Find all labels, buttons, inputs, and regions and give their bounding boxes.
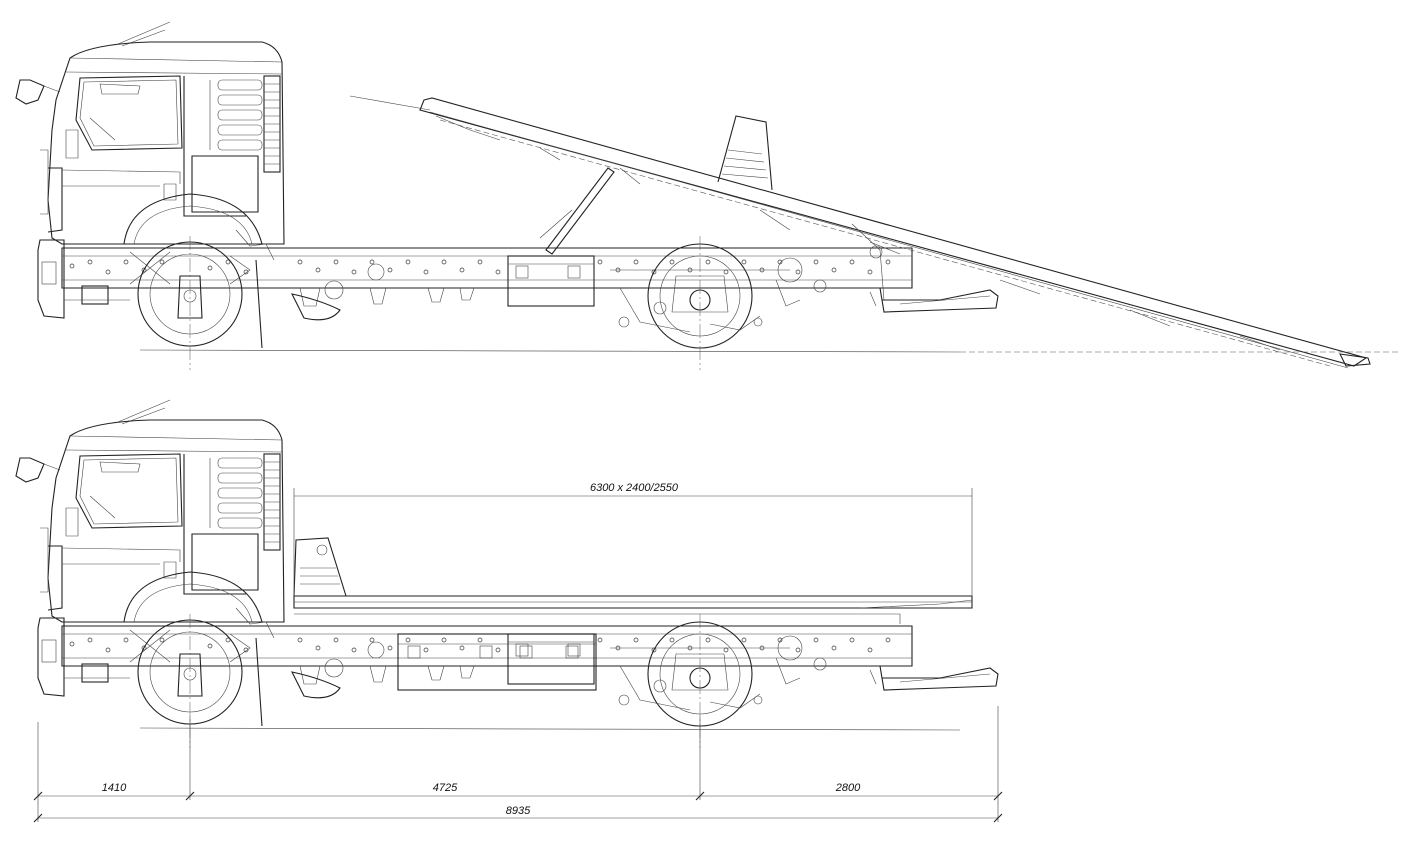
length-dimensions: 1410 4725 2800 8935 [33, 706, 1003, 823]
tilted-platform [349, 95, 1400, 369]
front-overhang-label: 1410 [102, 782, 127, 794]
flat-platform [293, 537, 973, 691]
platform-dimension: 6300 x 2400/2550 [293, 482, 973, 596]
tilted-platform-view [15, 21, 1400, 371]
overall-length-label: 8935 [506, 805, 531, 817]
wheelbase-label: 4725 [433, 782, 458, 794]
rear-overhang-label: 2800 [835, 782, 861, 794]
transport-position-view [15, 399, 999, 749]
platform-dimension-label: 6300 x 2400/2550 [590, 482, 679, 494]
